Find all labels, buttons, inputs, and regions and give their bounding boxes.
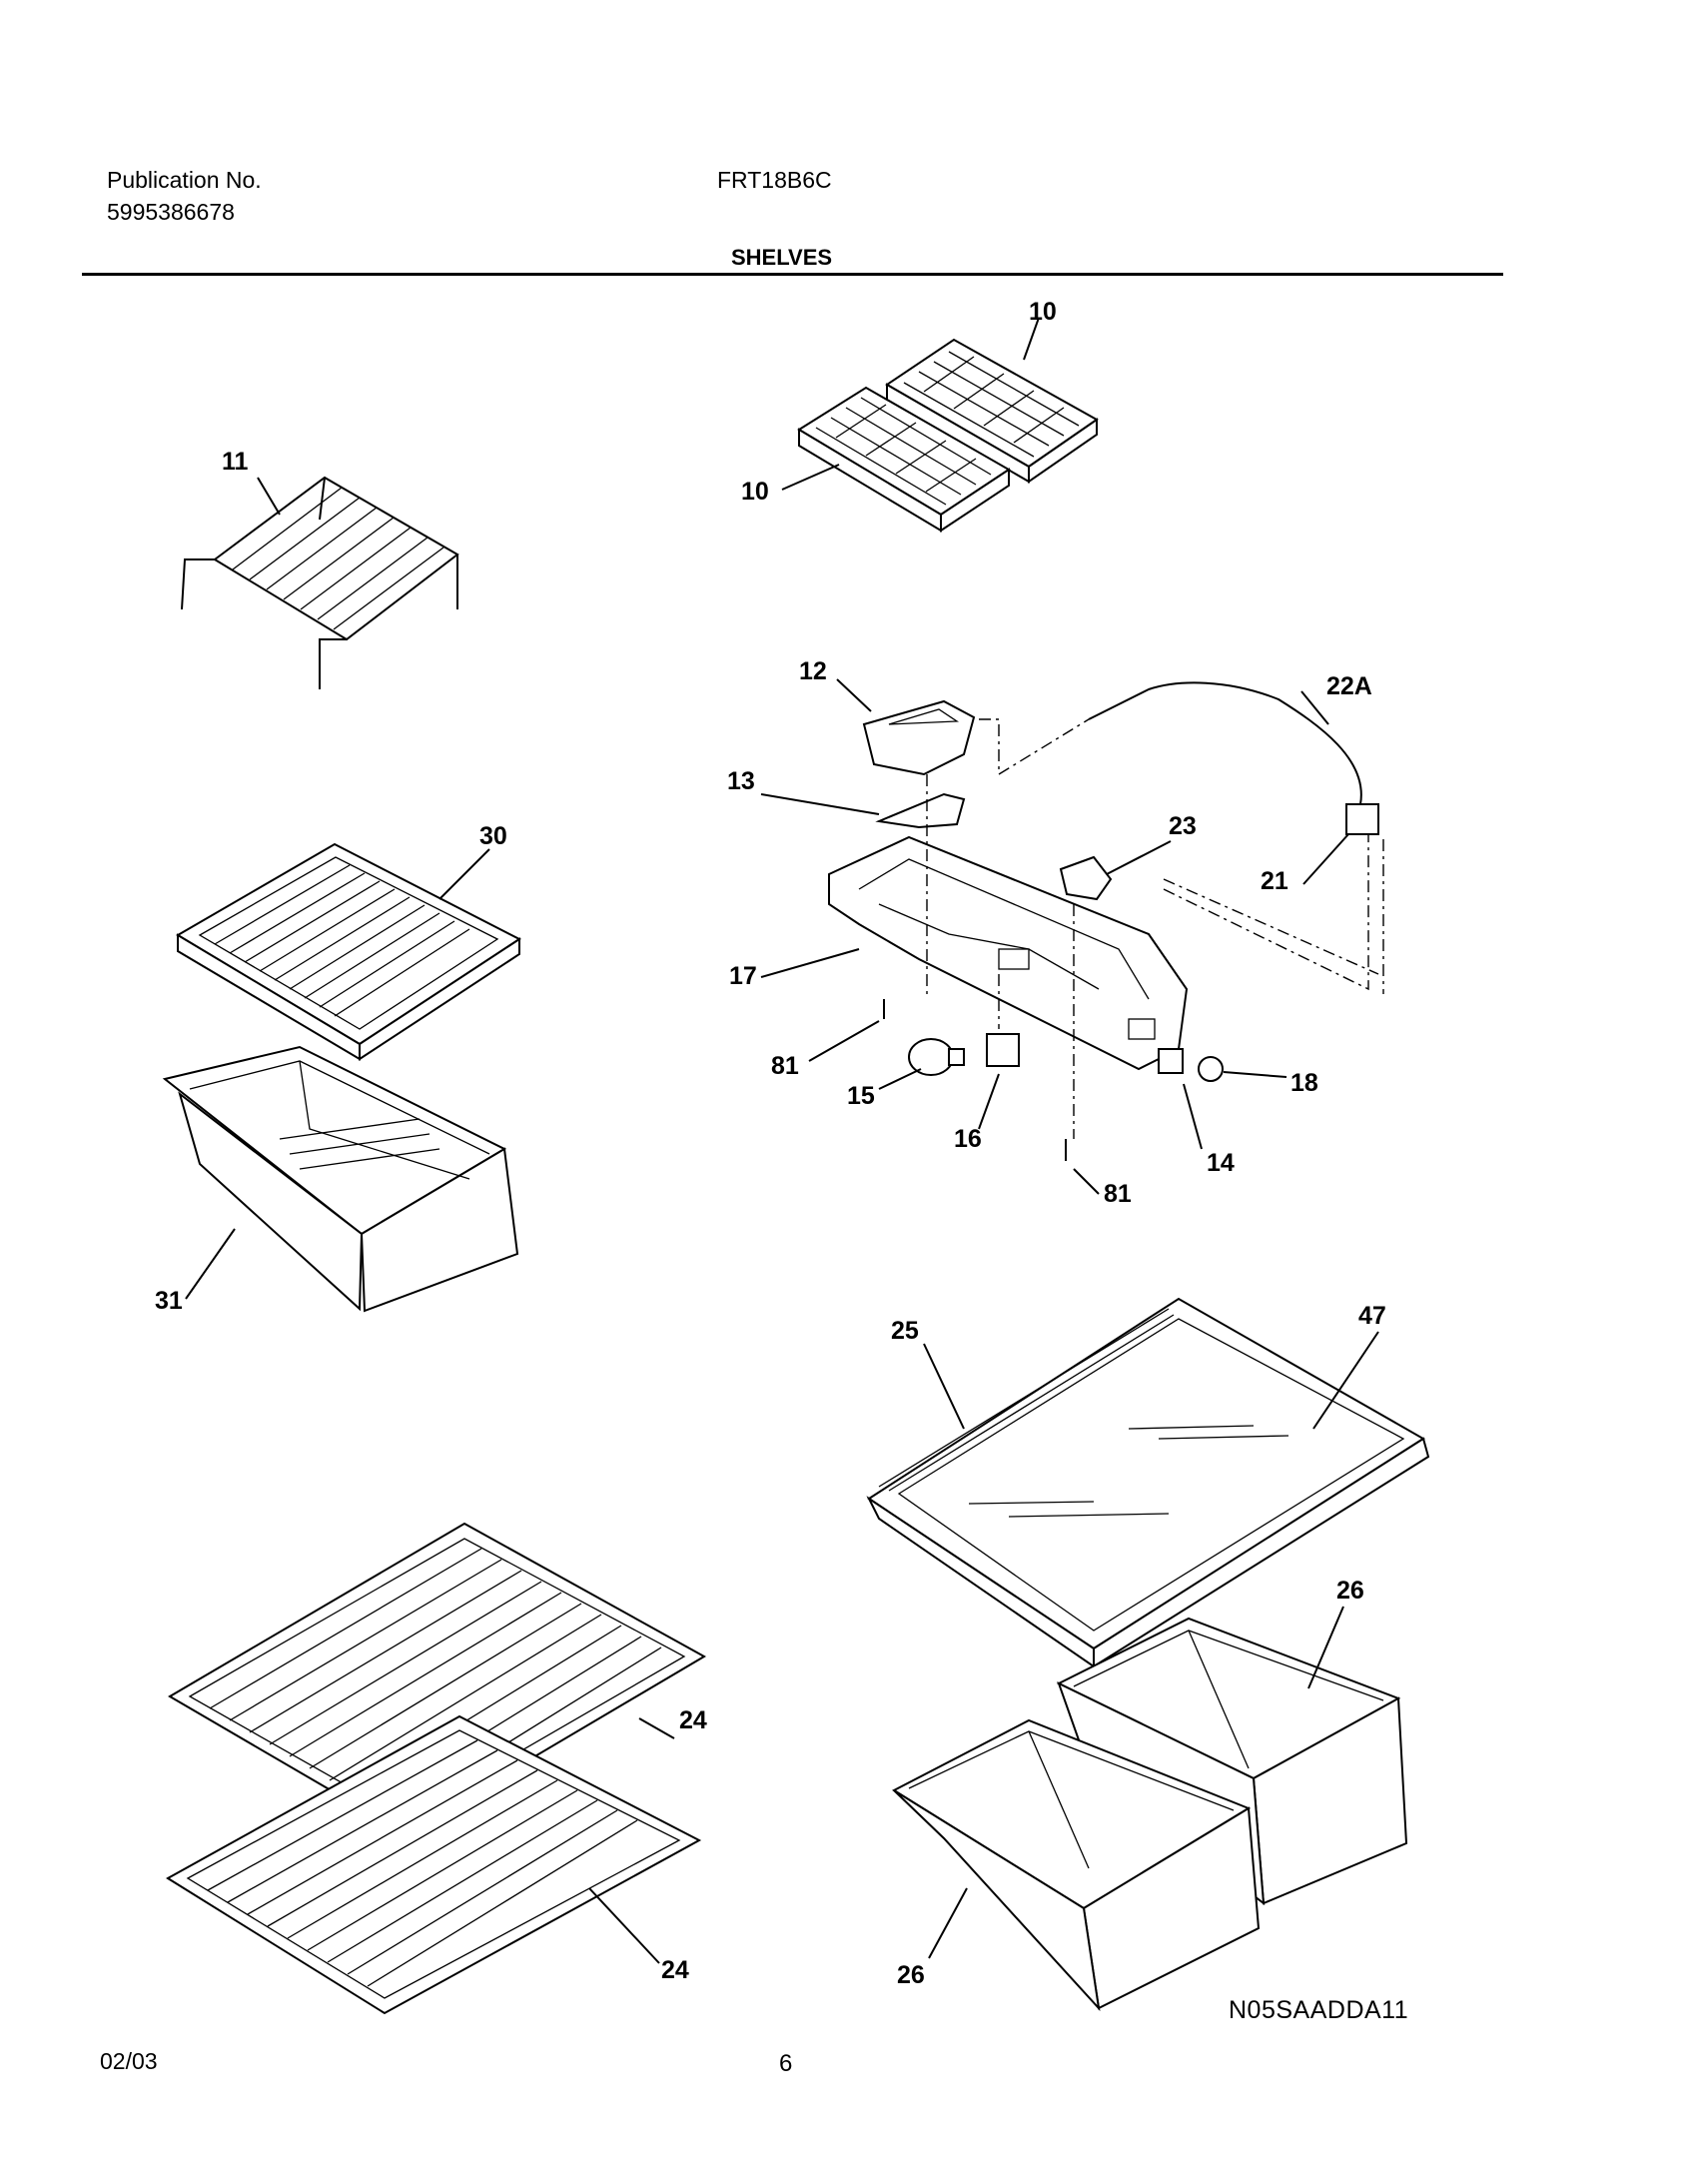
header-divider: [82, 273, 1503, 276]
callout-47: 47: [1358, 1302, 1386, 1330]
callout-22a: 22A: [1326, 672, 1372, 700]
callout-12: 12: [799, 657, 827, 685]
callout-30: 30: [479, 822, 507, 850]
callout-24-upper: 24: [679, 1706, 707, 1734]
callout-16: 16: [954, 1125, 982, 1153]
model-number: FRT18B6C: [717, 167, 832, 193]
callout-14: 14: [1207, 1149, 1235, 1177]
callout-18: 18: [1290, 1069, 1318, 1097]
callout-11: 11: [222, 448, 249, 476]
callout-10-top: 10: [1029, 298, 1057, 326]
callout-25: 25: [891, 1317, 919, 1345]
callout-26-bottom: 26: [897, 1961, 925, 1989]
publication-label: Publication No.: [107, 167, 262, 193]
glass-shelf-illustration: [866, 1297, 1430, 1668]
callout-81-left: 81: [771, 1052, 799, 1080]
crisper-pan-illustration: [162, 1045, 519, 1313]
callout-10-bottom: 10: [741, 478, 769, 506]
callout-15: 15: [847, 1082, 875, 1110]
callout-26-top: 26: [1336, 1577, 1364, 1605]
callout-23: 23: [1169, 812, 1197, 840]
control-housing-illustration: [760, 678, 1384, 1195]
diagram-code: N05SAADDA11: [1229, 1996, 1409, 2024]
callout-81-right: 81: [1104, 1180, 1132, 1208]
wire-shelf-illustration: [181, 476, 459, 689]
callout-21: 21: [1261, 867, 1288, 895]
footer-page-number: 6: [779, 2050, 793, 2077]
crisper-cover-illustration: [176, 842, 521, 1061]
footer-date: 02/03: [100, 2048, 158, 2074]
callout-31: 31: [155, 1287, 183, 1315]
callout-17: 17: [729, 962, 757, 990]
ice-tray-illustration: [781, 317, 1099, 533]
callout-24-lower: 24: [661, 1956, 689, 1984]
bins-illustration: [891, 1606, 1408, 2012]
callout-13: 13: [727, 767, 755, 795]
section-title: SHELVES: [731, 245, 833, 270]
refrigerator-shelves-illustration: [166, 1522, 707, 2015]
publication-number: 5995386678: [107, 199, 235, 225]
